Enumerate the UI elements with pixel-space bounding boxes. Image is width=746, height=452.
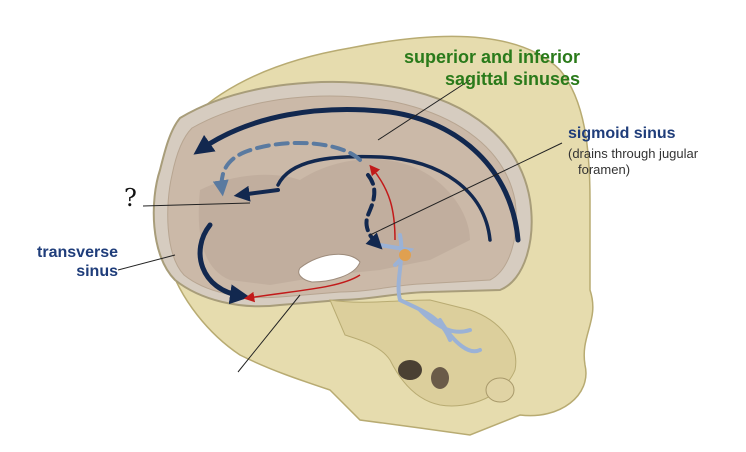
skull-opening-1 (398, 360, 422, 380)
jugular-bulb (399, 249, 411, 261)
leader-bottom (237, 294, 301, 373)
sigmoid-sinus-arrow (364, 173, 383, 250)
foramen-magnum (298, 253, 361, 283)
leader-sigmoid (369, 142, 563, 236)
label-transverse-line1: transverse (37, 244, 118, 261)
label-superior-inferior-sagittal: superior and inferior sagittal sinuses (404, 46, 580, 90)
label-sigmoid-title: sigmoid sinus (568, 125, 676, 142)
label-transverse-line2: sinus (76, 263, 118, 280)
leader-superior (377, 79, 471, 141)
label-superior-line1: superior and inferior (403, 47, 580, 67)
leader-transverse (117, 254, 176, 271)
label-sigmoid-sinus: sigmoid sinus (drains through jugular fo… (568, 124, 698, 178)
superior-sagittal-arrow (193, 107, 521, 243)
leader-question (142, 202, 251, 207)
dashed-sinus-arrow (212, 140, 362, 197)
inferior-sagittal-arrow (276, 154, 492, 242)
skull-opening-2 (431, 367, 449, 389)
label-sigmoid-note2: foramen) (578, 162, 631, 177)
confluence-arrow (233, 185, 280, 202)
jugular-veins (378, 233, 482, 354)
label-superior-line2: sagittal sinuses (444, 69, 580, 89)
red-vessel-upper (369, 164, 396, 241)
label-question-mark: ? (124, 184, 137, 212)
label-transverse-sinus: transverse sinus (28, 243, 118, 281)
transverse-sinus-arrow (197, 222, 250, 305)
skull-opening-3 (485, 377, 515, 403)
red-vessel-lower (243, 274, 361, 303)
label-sigmoid-note1: (drains through jugular (568, 146, 699, 161)
